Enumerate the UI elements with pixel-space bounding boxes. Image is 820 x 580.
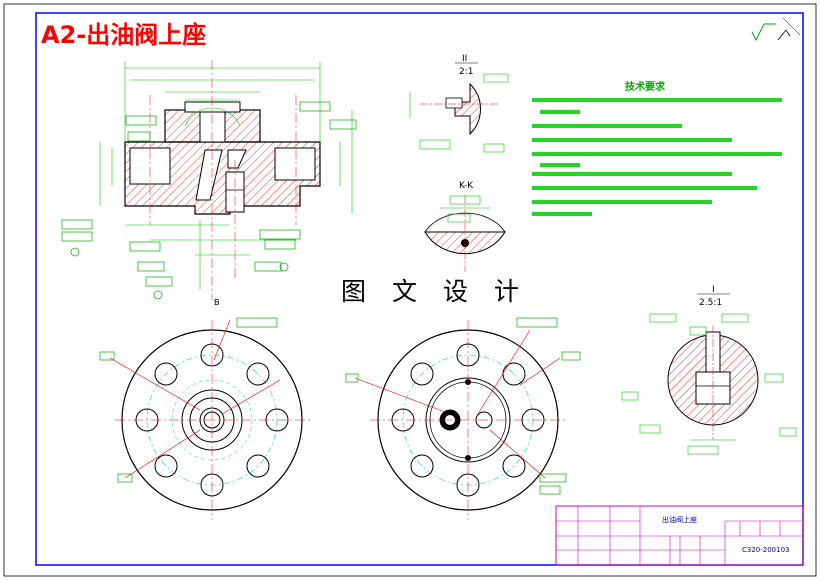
detail-II-scale: 2:1 bbox=[459, 67, 473, 77]
section-KK-label: K-K bbox=[459, 181, 474, 191]
watermark: 图 文 设 计 bbox=[341, 277, 528, 306]
title-block: 出油阀上座 C320-200103 bbox=[555, 505, 804, 566]
detail-I-view: I 2.5:1 bbox=[621, 285, 797, 455]
detail-I-label: I bbox=[712, 285, 715, 295]
tolerance-frames-main bbox=[61, 101, 357, 300]
detail-II-label: II bbox=[462, 54, 467, 64]
plan-view-right bbox=[345, 317, 581, 520]
title-block-drawing-number: C320-200103 bbox=[742, 546, 790, 554]
title-block-part-name: 出油阀上座 bbox=[662, 515, 697, 524]
plan-view-left bbox=[99, 317, 310, 520]
detail-II-view: II 2:1 bbox=[409, 54, 509, 153]
detail-I-scale: 2.5:1 bbox=[699, 298, 722, 308]
roughness-symbol bbox=[751, 23, 791, 42]
sheet-title: A2-出油阀上座 bbox=[41, 21, 206, 49]
outer-frame bbox=[3, 3, 817, 577]
section-KK-view: K-K bbox=[424, 181, 506, 275]
front-section-view bbox=[124, 60, 321, 300]
svg-text:B: B bbox=[214, 298, 220, 307]
tech-requirements-heading: 技术要求 bbox=[625, 80, 666, 93]
technical-requirements: 技术要求 bbox=[532, 80, 782, 216]
inner-frame bbox=[35, 12, 804, 566]
